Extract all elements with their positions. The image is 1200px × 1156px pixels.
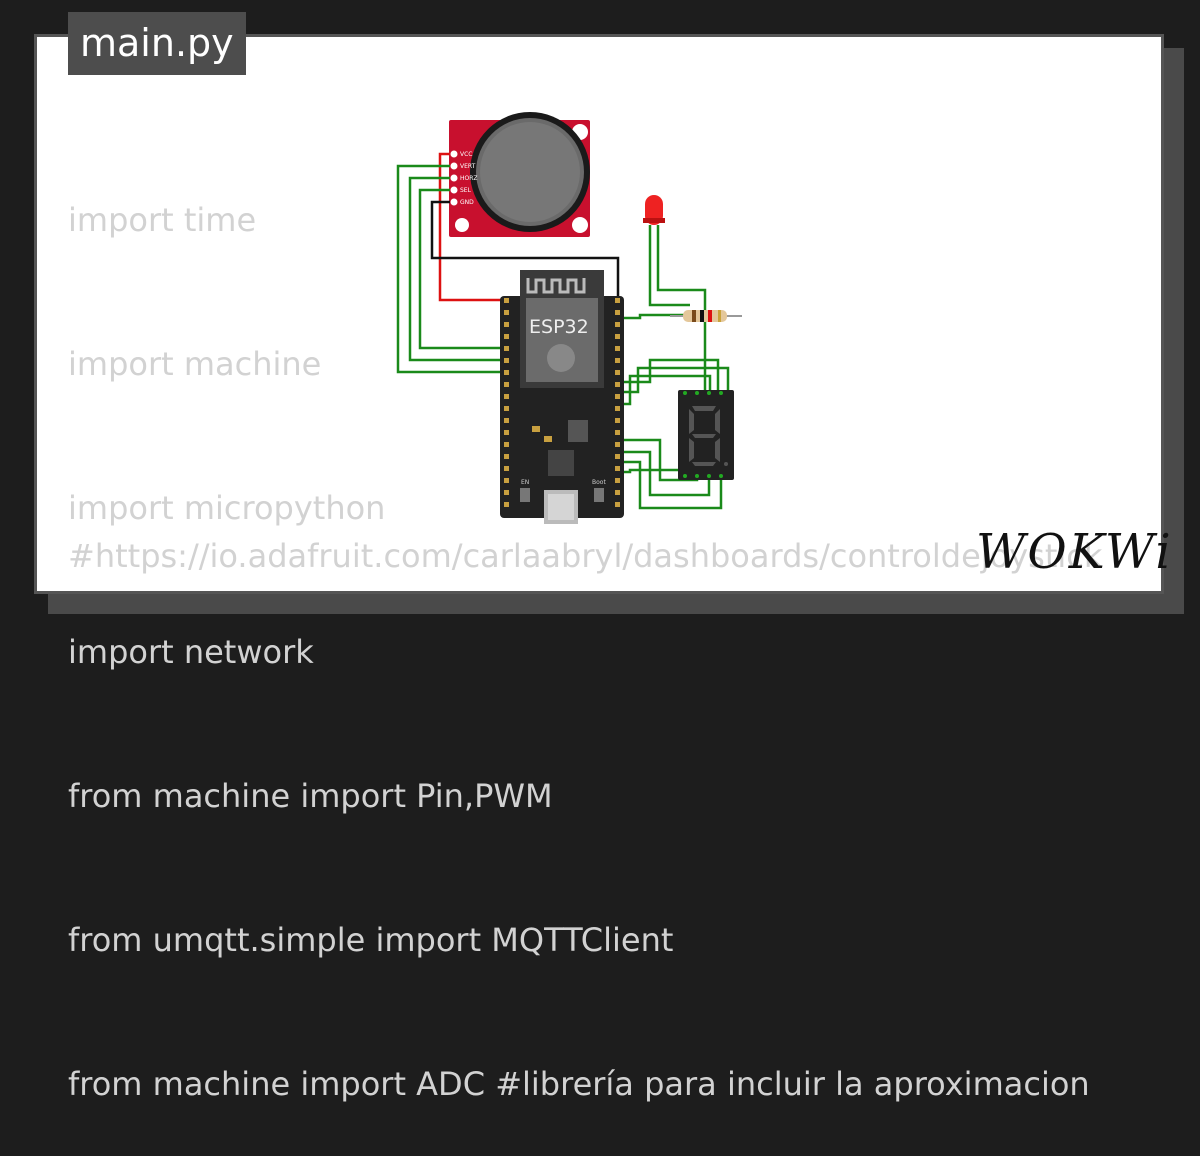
- comment-url-line: #https://io.adafruit.com/carlaabryl/dash…: [68, 537, 1103, 575]
- boot-label: Boot: [592, 479, 606, 486]
- pin-label-vcc: VCC: [460, 151, 472, 158]
- code-line: from machine import ADC #librería para i…: [68, 1065, 1090, 1103]
- code-line: from umqtt.simple import MQTTClient: [68, 921, 674, 959]
- wokwi-logo: WOKWi: [976, 524, 1173, 580]
- file-tab[interactable]: main.py: [68, 12, 246, 75]
- red-led: [643, 195, 665, 225]
- resistor: [670, 310, 742, 322]
- code-line: import micropython: [68, 489, 386, 527]
- code-line: from machine import Pin,PWM: [68, 777, 553, 815]
- seven-segment-display: [678, 390, 734, 480]
- wires: [396, 152, 730, 510]
- code-line: import network: [68, 633, 314, 671]
- pin-label-gnd: GND: [460, 199, 474, 206]
- pin-label-sel: SEL: [460, 187, 472, 194]
- en-label: EN: [521, 479, 529, 486]
- pin-label-vert: VERT: [460, 163, 476, 170]
- circuit-diagram: VCC VERT HORZ SEL GND: [396, 112, 742, 524]
- code-line: import machine: [68, 345, 322, 383]
- esp32-board: ESP32 EN Boot: [500, 270, 624, 524]
- joystick-module: VCC VERT HORZ SEL GND: [449, 112, 590, 237]
- esp32-label: ESP32: [529, 316, 589, 338]
- code-line: import time: [68, 201, 257, 239]
- pin-label-horz: HORZ: [460, 175, 478, 182]
